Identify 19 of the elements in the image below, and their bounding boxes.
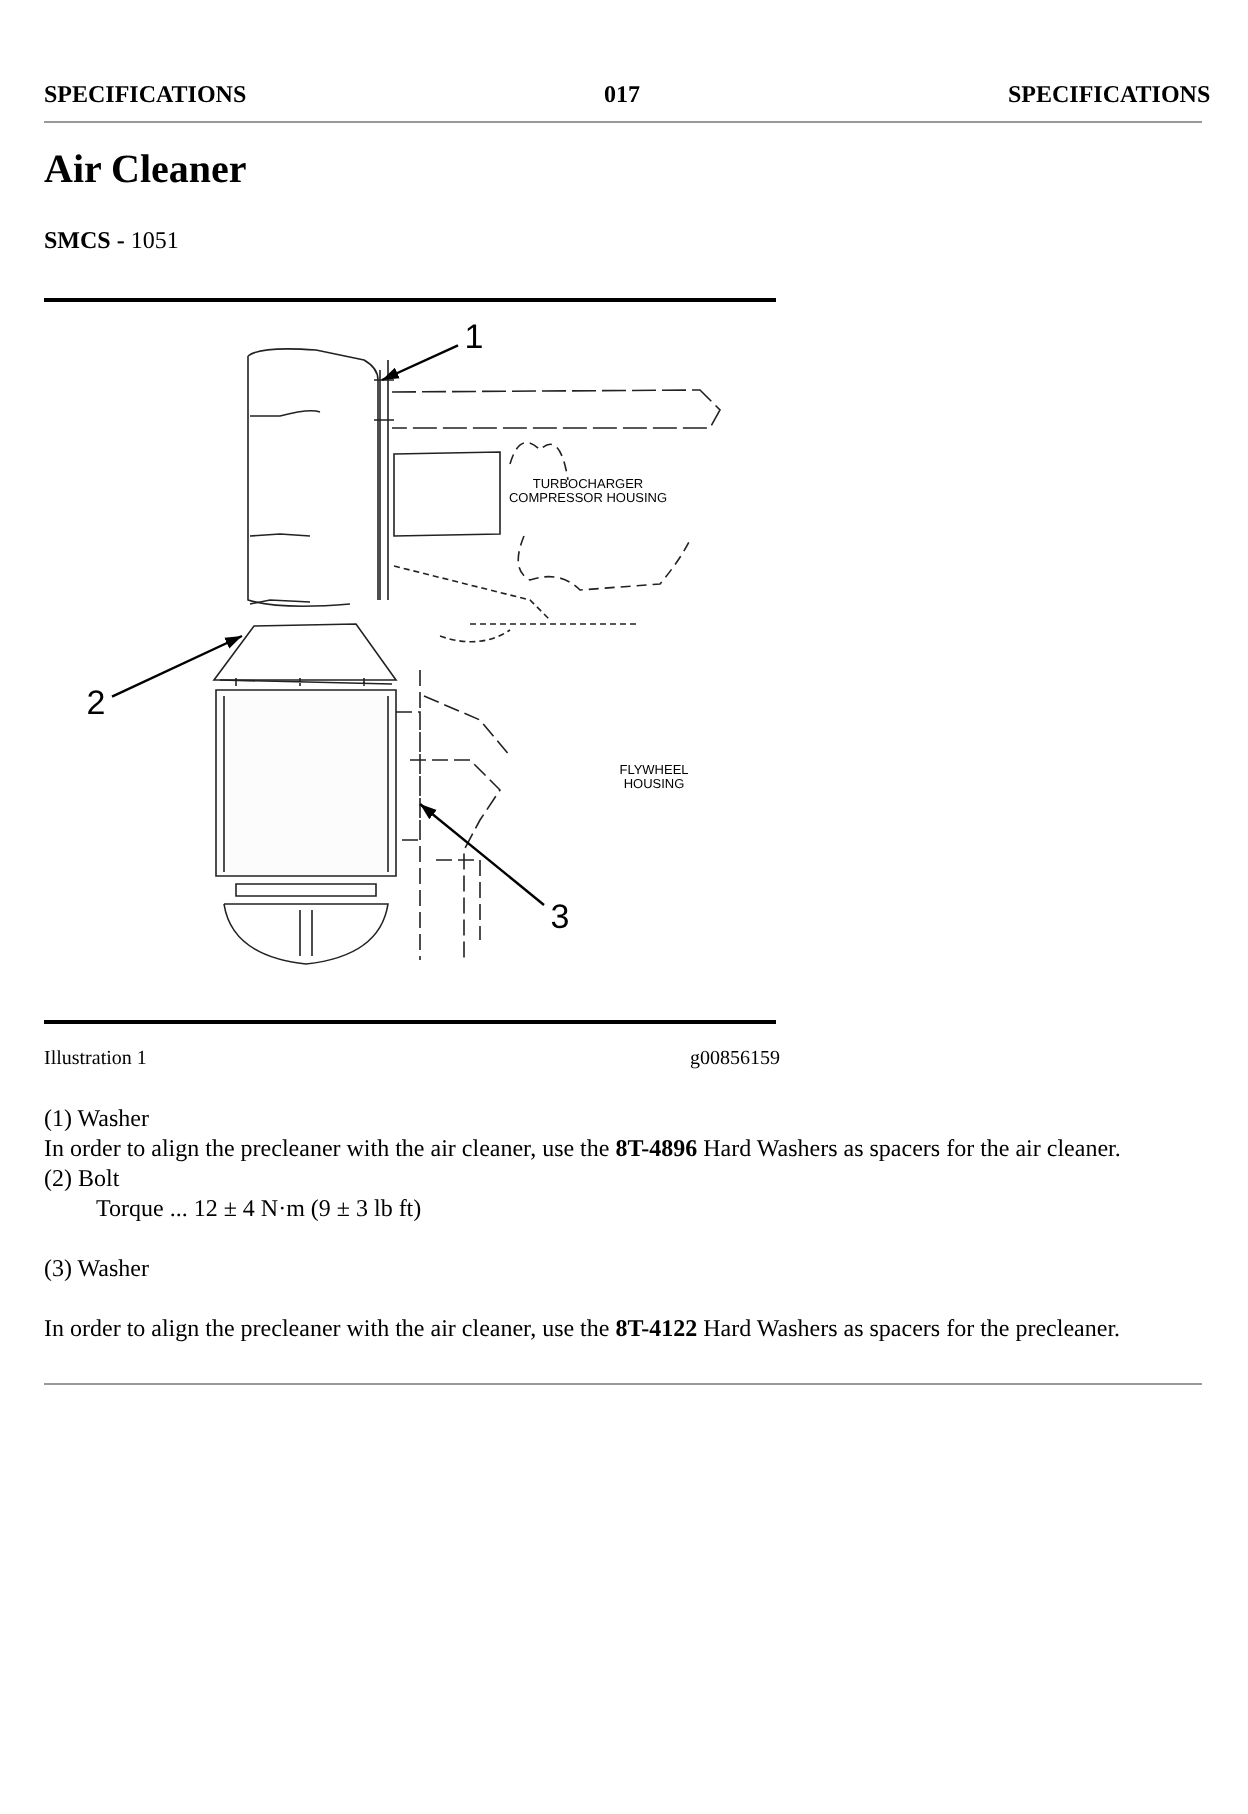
callout-legend-item: (3) Washer bbox=[44, 1254, 149, 1284]
callout-number: 1 bbox=[460, 320, 488, 356]
illustration-caption: Illustration 1 bbox=[44, 1048, 147, 1070]
callout-number: 3 bbox=[546, 900, 574, 936]
callout-legend-item: (1) Washer bbox=[44, 1104, 149, 1134]
callout-legend-item: (2) Bolt bbox=[44, 1164, 120, 1194]
header-text: SPECIFICATIONS bbox=[1008, 80, 1211, 110]
instruction-text: In order to align the precleaner with the air cleaner, use the 8T-4896 Hard Washers as spacers for the air cleaner. bbox=[44, 1134, 1121, 1164]
page-number: 017 bbox=[604, 80, 640, 110]
callout-number: 2 bbox=[82, 686, 110, 722]
torque-spec: Torque ... 12 ± 4 N·m (9 ± 3 lb ft) bbox=[96, 1194, 422, 1224]
instruction-text: In order to align the precleaner with the air cleaner, use the 8T-4122 Hard Washers as spacers for the precleaner. bbox=[44, 1314, 1121, 1344]
system-code: SMCS - 1051 bbox=[44, 226, 179, 256]
graphic-id: g00856159 bbox=[690, 1048, 780, 1070]
header-text: SPECIFICATIONS bbox=[44, 80, 247, 110]
leader-line bbox=[381, 344, 459, 382]
page-title: Air Cleaner bbox=[44, 148, 247, 194]
leader-line bbox=[419, 803, 545, 906]
leader-line bbox=[111, 634, 243, 698]
